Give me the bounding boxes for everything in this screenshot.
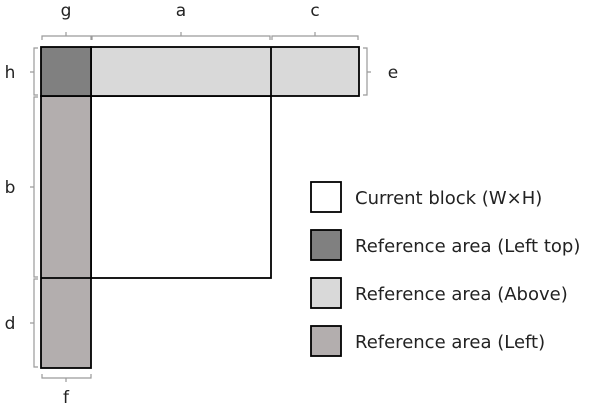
brace-c [271,32,359,40]
brace-d [30,278,38,368]
legend-label-left: Reference area (Left) [355,332,545,353]
reference-area-left-top [40,46,92,97]
brace-a [91,32,271,40]
brace-e [363,47,371,96]
legend-item-left-top: Reference area (Left top) [310,229,580,261]
brace-g [41,32,92,40]
legend: Current block (W×H) Reference area (Left… [310,181,580,357]
reference-area-above [90,46,360,97]
legend-swatch-above [310,277,342,309]
label-a: a [176,1,186,21]
current-block [90,95,272,279]
label-f: f [63,388,70,408]
legend-swatch-current-block [310,181,342,213]
reference-area-left [40,95,92,369]
label-g: g [61,1,72,21]
brace-h [30,47,38,96]
legend-item-above: Reference area (Above) [310,277,568,309]
label-d: d [5,314,16,334]
label-h: h [5,63,16,83]
legend-item-left: Reference area (Left) [310,325,545,357]
brace-f [41,374,92,382]
brace-b [30,96,38,278]
label-b: b [5,178,16,198]
legend-label-above: Reference area (Above) [355,284,568,305]
legend-item-current-block: Current block (W×H) [310,181,542,213]
legend-swatch-left [310,325,342,357]
legend-swatch-left-top [310,229,342,261]
label-c: c [310,1,319,21]
label-e: e [388,63,398,83]
legend-label-current-block: Current block (W×H) [355,188,542,209]
legend-label-left-top: Reference area (Left top) [355,236,580,257]
